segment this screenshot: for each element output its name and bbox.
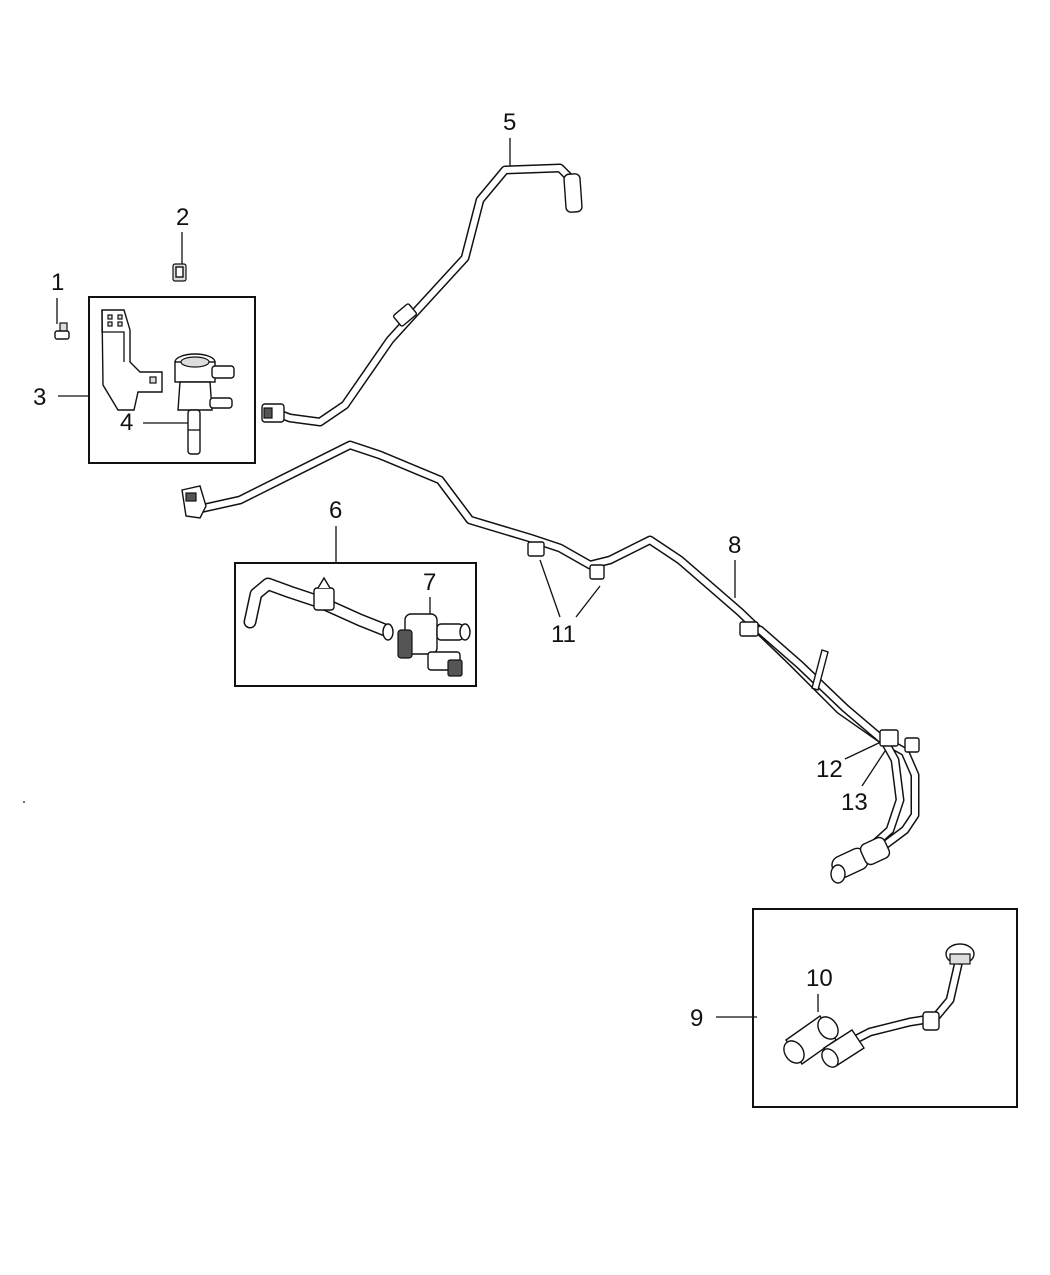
leader-11a [539, 559, 561, 618]
hose-5 [261, 163, 583, 427]
callout-5: 5 [503, 109, 516, 136]
callout-8: 8 [728, 532, 741, 559]
box-9 [752, 908, 1018, 1108]
leader-11b [575, 585, 601, 618]
callout-1: 1 [51, 269, 64, 296]
hose-8 [181, 440, 920, 884]
callout-11: 11 [551, 621, 576, 648]
box-6 [234, 562, 477, 687]
callout-13: 13 [841, 789, 868, 816]
callout-2: 2 [176, 204, 189, 231]
valve-7 [397, 613, 471, 677]
solenoid-4 [174, 353, 235, 455]
nut-2 [172, 263, 187, 282]
callout-10: 10 [806, 965, 833, 992]
callout-6: 6 [329, 497, 342, 524]
callout-4: 4 [120, 409, 133, 436]
box-3 [88, 296, 256, 464]
bracket-3 [101, 309, 163, 411]
stray-dot [23, 801, 25, 803]
callout-9: 9 [690, 1005, 703, 1032]
leader-13 [861, 750, 886, 787]
bolt-1 [54, 322, 70, 340]
callout-3: 3 [33, 384, 46, 411]
callout-12: 12 [816, 756, 843, 783]
filler-tube-9 [821, 943, 975, 1068]
callout-7: 7 [423, 569, 436, 596]
hose-6 [243, 576, 394, 641]
leader-12 [844, 740, 884, 760]
